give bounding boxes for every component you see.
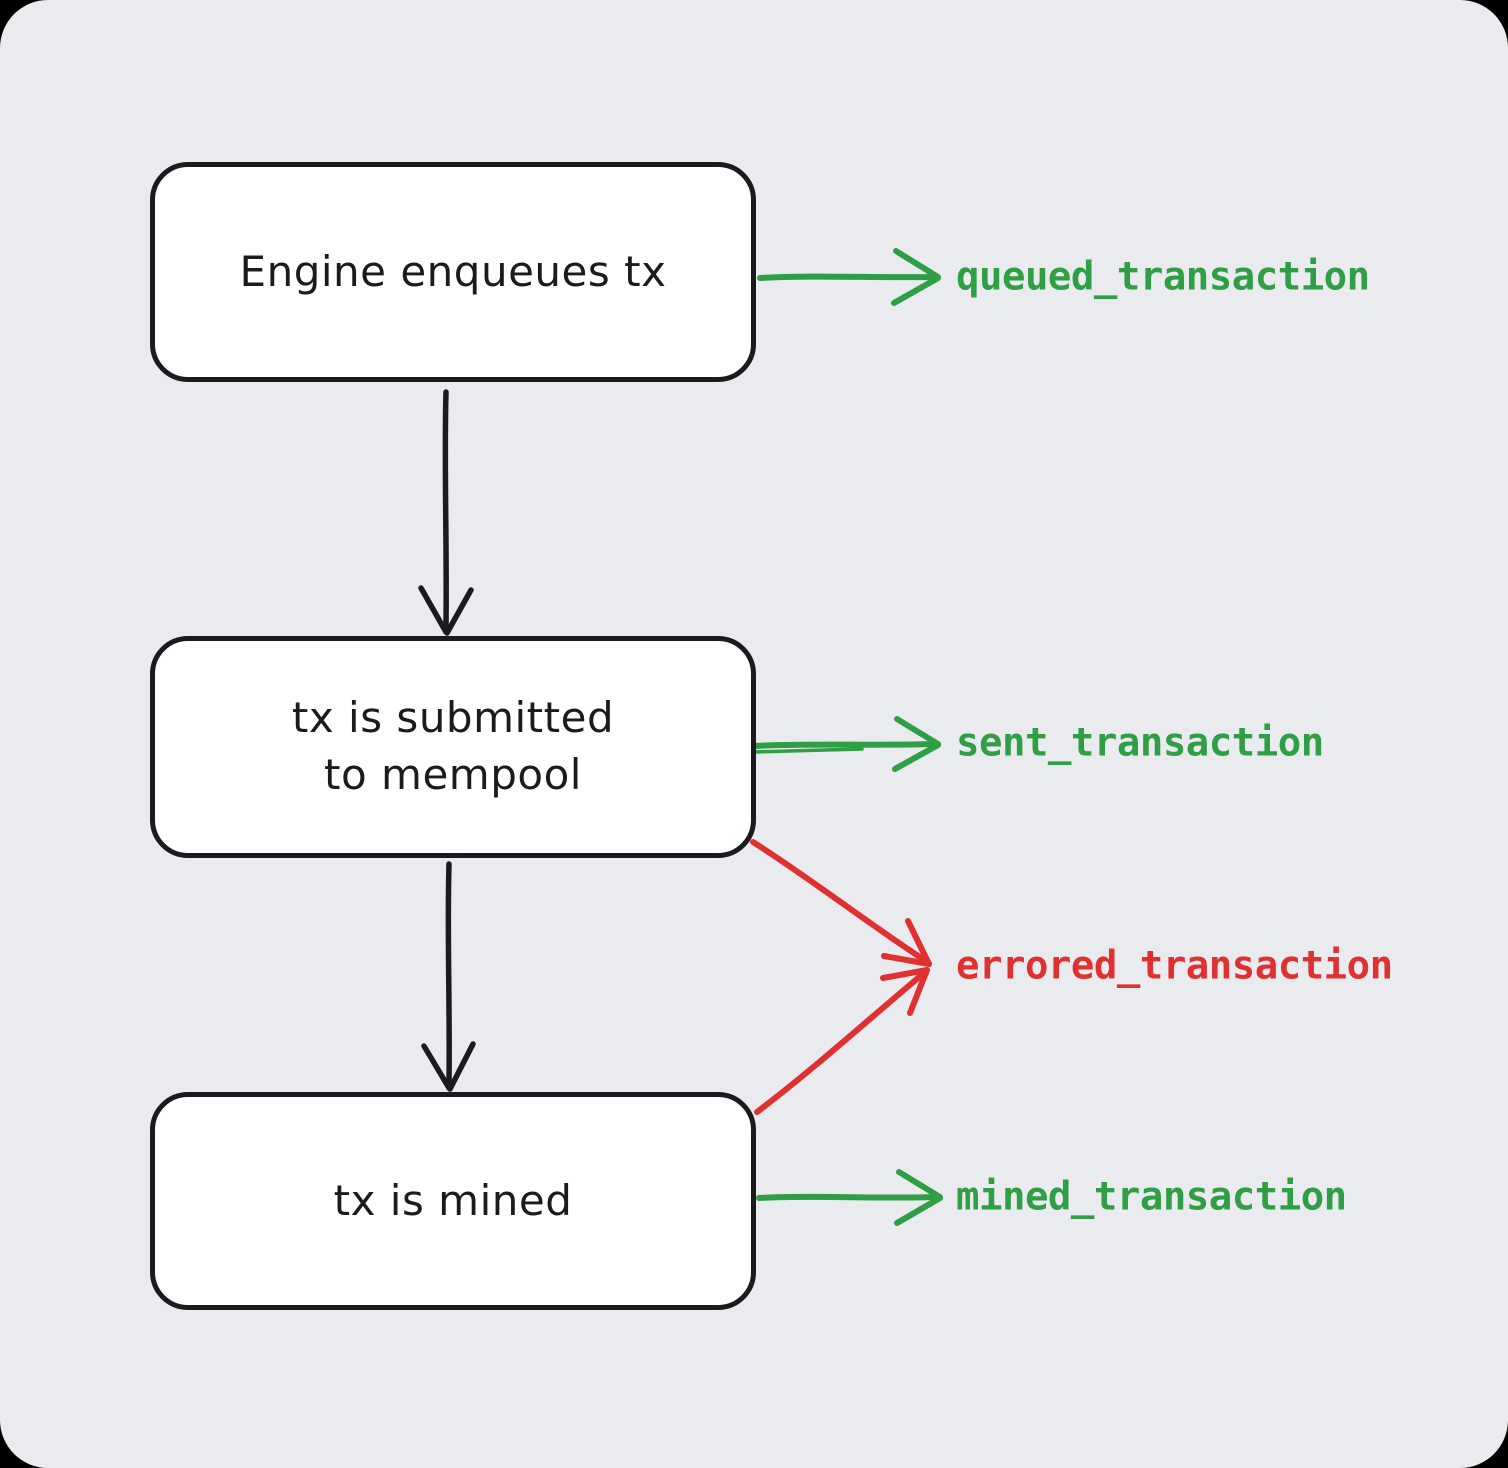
event-arrow-queued-transaction — [757, 248, 941, 306]
flow-arrow-enqueue-to-mempool — [418, 389, 474, 636]
node-engine-enqueues-tx: Engine enqueues tx — [150, 162, 756, 382]
error-arrow-mempool-to-errored — [750, 839, 932, 967]
node-label: Engine enqueues tx — [239, 246, 667, 296]
flow-arrow-mempool-to-mined — [421, 861, 476, 1092]
event-arrow-sent-transaction — [750, 716, 941, 772]
event-label-queued-transaction: queued_transaction — [956, 254, 1370, 300]
event-label-errored-transaction: errored_transaction — [956, 943, 1393, 989]
node-label: tx is mined — [333, 1175, 573, 1225]
event-label-mined-transaction: mined_transaction — [956, 1174, 1347, 1220]
event-label-sent-transaction: sent_transaction — [956, 720, 1324, 766]
node-label: tx is submitted to mempool — [291, 693, 615, 799]
node-tx-submitted-to-mempool: tx is submitted to mempool — [150, 636, 756, 858]
error-arrow-mined-to-errored — [754, 967, 930, 1115]
event-arrow-mined-transaction — [756, 1169, 943, 1226]
node-tx-is-mined: tx is mined — [150, 1092, 756, 1310]
